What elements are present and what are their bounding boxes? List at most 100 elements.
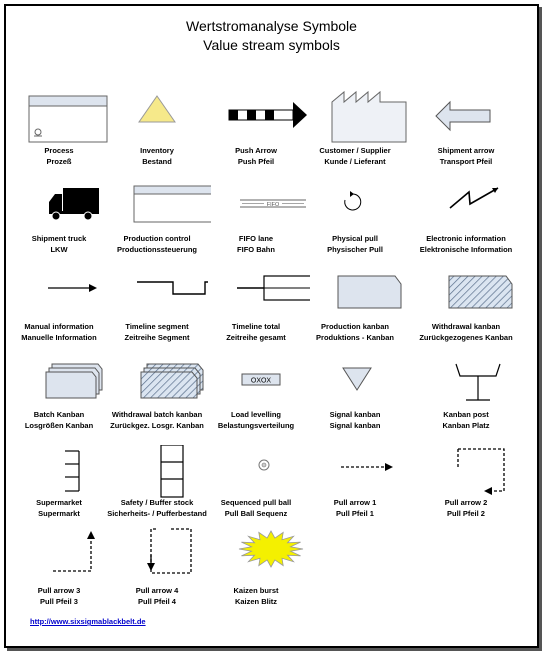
symbol-fifo-lane: FIFO [202, 180, 310, 236]
symbol-sequenced-pull-ball [202, 445, 310, 501]
production-control-icon [133, 185, 211, 223]
label-german: Pull Pfeil 2 [447, 509, 485, 518]
symbol-pull-arrow-1 [301, 445, 409, 501]
label-german: Losgrößen Kanban [24, 421, 94, 430]
title-english: Value stream symbols [203, 37, 340, 53]
label-english: Timeline total [231, 322, 281, 331]
symbol-label: Pull arrow 1 Pull Pfeil 1 [301, 497, 409, 519]
label-german: Kunde / Lieferant [324, 157, 386, 166]
label-german: Belastungsverteilung [217, 421, 295, 430]
truck-icon [49, 188, 99, 221]
label-german: Prozeß [46, 157, 72, 166]
timeline-total-icon [237, 275, 310, 301]
symbol-physical-pull [301, 180, 409, 236]
symbol-supermarket [5, 445, 113, 501]
label-english: Pull arrow 3 [37, 586, 81, 595]
symbol-timeline-segment [103, 268, 211, 324]
symbol-factory [301, 88, 409, 144]
process-icon [28, 95, 108, 143]
symbol-pull-arrow-3 [5, 525, 113, 581]
symbol-kaizen-burst [202, 525, 310, 581]
pull-arrow-3-icon [53, 531, 95, 572]
label-english: Pull arrow 4 [135, 586, 179, 595]
label-english: Manual information [24, 322, 94, 331]
label-english: Production control [123, 234, 191, 243]
label-english: Sequenced pull ball [220, 498, 292, 507]
label-english: Pull arrow 1 [333, 498, 377, 507]
symbol-timeline-total [202, 268, 310, 324]
source-link[interactable]: http://www.sixsigmablackbelt.de [30, 617, 146, 626]
label-german: Zurückgezogenes Kanban [419, 333, 513, 342]
label-english: Timeline segment [125, 322, 189, 331]
label-english: Signal kanban [329, 410, 381, 419]
load-levelling-icon: OXOX [241, 373, 281, 386]
batch-kanban-icon [45, 363, 103, 399]
label-german: Zeitreihe gesamt [226, 333, 286, 342]
electronic-info-icon [449, 187, 499, 209]
label-german: Elektronische Information [419, 245, 513, 254]
withdrawal-kanban-icon [448, 275, 513, 309]
kanban-post-icon [455, 363, 501, 401]
label-english: FIFO lane [238, 234, 274, 243]
symbol-buffer-stock [103, 445, 211, 501]
label-german: FIFO Bahn [237, 245, 275, 254]
physical-pull-icon [344, 191, 362, 211]
pull-arrow-2-icon [457, 448, 505, 495]
shipment-arrow-icon [435, 100, 491, 132]
label-german: Pull Ball Sequenz [224, 509, 288, 518]
symbol-production-control [103, 180, 211, 236]
symbol-electronic-info [412, 180, 520, 236]
label-english: Process [44, 146, 74, 155]
label-german: Manuelle Information [21, 333, 97, 342]
label-german: Supermarkt [38, 509, 80, 518]
label-english: Physical pull [332, 234, 378, 243]
label-english: Withdrawal batch kanban [111, 410, 203, 419]
label-german: Produktions - Kanban [316, 333, 394, 342]
pull-arrow-1-icon [341, 463, 393, 471]
supermarket-icon [65, 450, 80, 492]
label-german: Productionssteuerung [116, 245, 197, 254]
symbol-process [5, 88, 113, 144]
manual-info-arrow-icon [48, 284, 97, 292]
symbol-kanban-post [412, 360, 520, 416]
label-english: Push Arrow [235, 146, 277, 155]
symbol-signal-kanban [301, 360, 409, 416]
symbol-truck [5, 180, 113, 236]
label-german: Physischer Pull [327, 245, 383, 254]
withdrawal-batch-kanban-icon [140, 363, 204, 399]
label-english: Batch Kanban [33, 410, 85, 419]
title-german: Wertstromanalyse Symbole [186, 18, 357, 34]
label-german: Kanban Platz [442, 421, 490, 430]
label-english: Shipment truck [31, 234, 87, 243]
push-arrow-icon [228, 102, 307, 128]
fifo-lane-icon: FIFO [240, 199, 306, 208]
production-kanban-icon [337, 275, 402, 309]
timeline-segment-icon [137, 281, 208, 295]
symbol-load-levelling: OXOX [202, 360, 310, 416]
label-english: Supermarket [36, 498, 82, 507]
label-german: Pull Pfeil 1 [336, 509, 374, 518]
label-english: Customer / Supplier [319, 146, 391, 155]
label-german: Transport Pfeil [439, 157, 493, 166]
